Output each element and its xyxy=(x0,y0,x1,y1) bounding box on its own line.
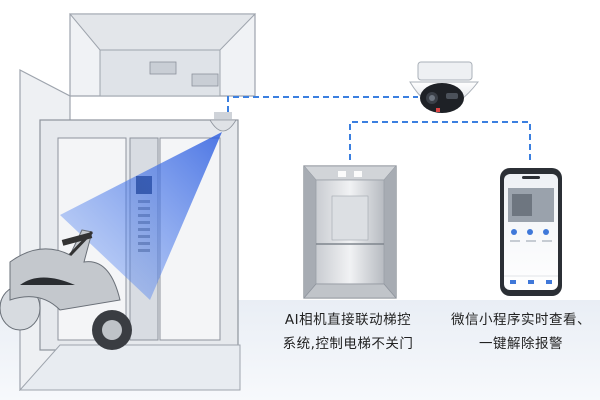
phone-caption-line2: 一键解除报警 xyxy=(479,336,563,352)
phone-caption: 微信小程序实时查看、 一键解除报警 xyxy=(446,308,596,356)
phone-caption-line1: 微信小程序实时查看、 xyxy=(451,312,591,328)
connector-camera-to-dome xyxy=(227,96,418,112)
connector-lines xyxy=(227,96,531,162)
scooter-icon xyxy=(0,229,132,350)
smartphone-icon xyxy=(500,168,562,296)
camera-detection-beam xyxy=(60,132,222,300)
connector-dome-to-devices xyxy=(349,121,531,162)
elevator-lobby-scene xyxy=(0,13,257,392)
dome-camera-icon xyxy=(409,61,480,113)
elevator-caption-line2: 系统,控制电梯不关门 xyxy=(282,336,414,352)
elevator-icon xyxy=(303,165,397,299)
elevator-caption: AI相机直接联动梯控 系统,控制电梯不关门 xyxy=(262,308,434,356)
ceiling-camera-icon xyxy=(209,112,237,132)
elevator-caption-line1: AI相机直接联动梯控 xyxy=(284,312,412,328)
